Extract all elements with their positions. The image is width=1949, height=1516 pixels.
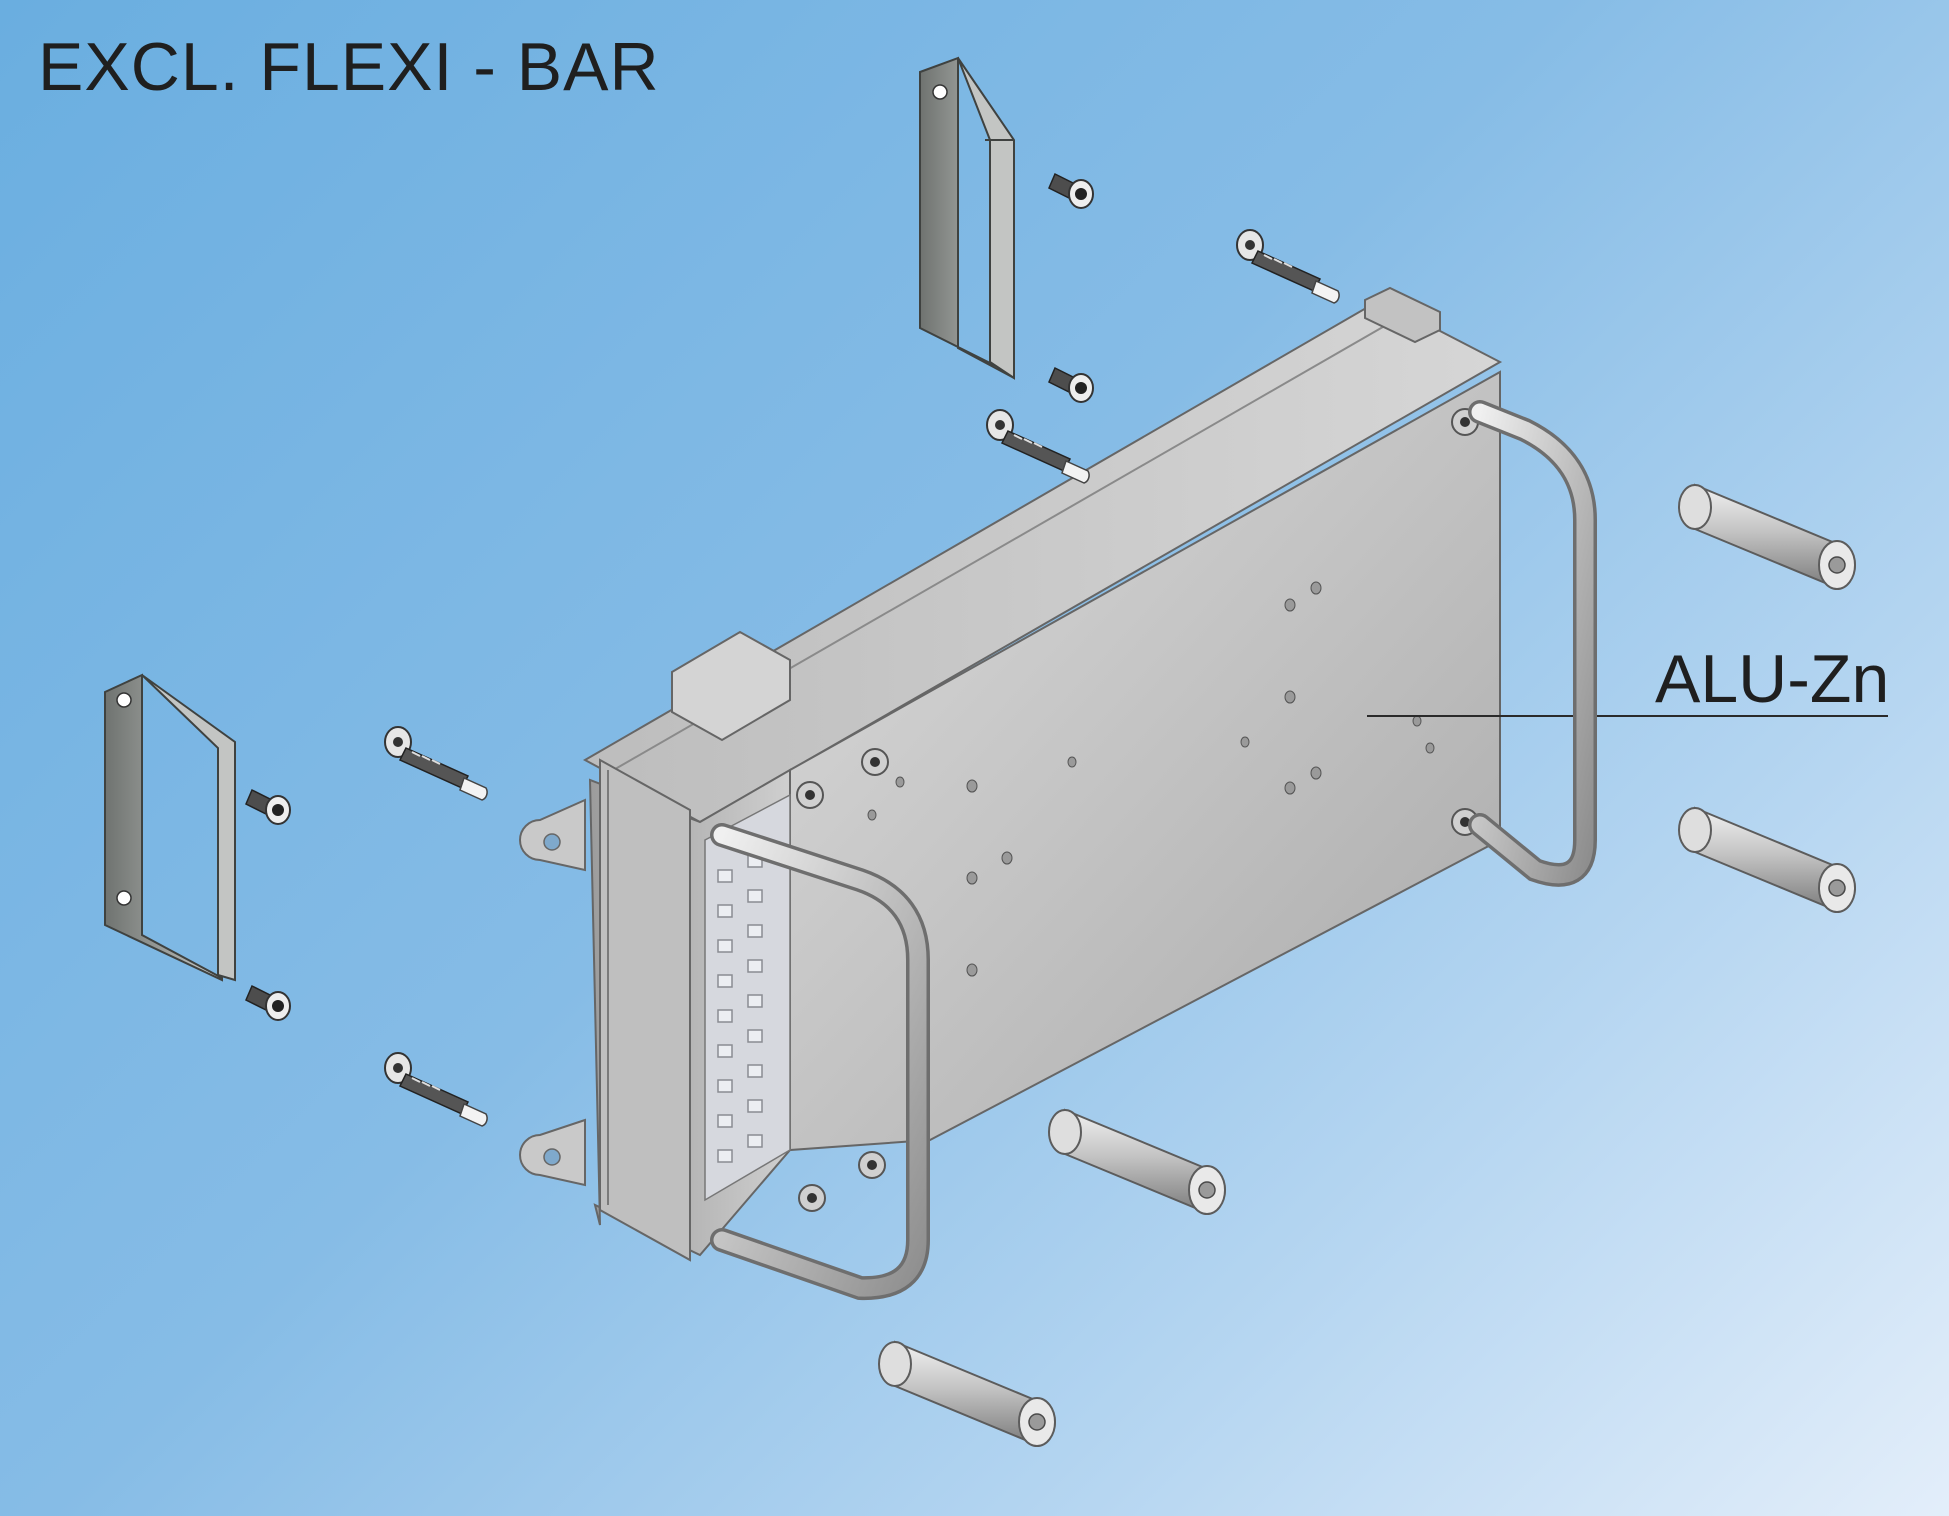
bracket-left [104,673,236,982]
bracket-top [919,56,1015,380]
housing [519,286,1888,1262]
material-callout-label: ALU-Zn [1655,641,1890,717]
handle-right [1468,400,1597,887]
diagram-title: EXCL. FLEXI - BAR [38,29,660,105]
handle-left [710,823,930,1301]
